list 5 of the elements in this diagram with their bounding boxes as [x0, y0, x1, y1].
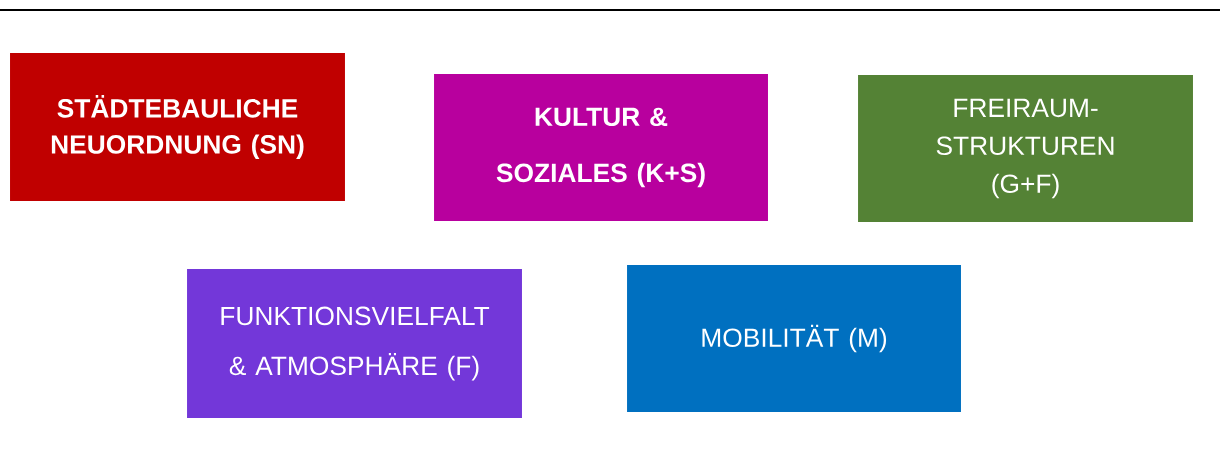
- category-box: FUNKTIONSVIELFALT & ATMOSPHÄRE (F): [187, 269, 522, 418]
- category-box: FREIRAUM-STRUKTUREN (G+F): [858, 75, 1193, 222]
- category-box: STÄDTEBAULICHE NEUORDNUNG (SN): [10, 53, 345, 201]
- category-box: MOBILITÄT (M): [627, 265, 961, 412]
- category-box: KULTUR & SOZIALES (K+S): [434, 74, 768, 221]
